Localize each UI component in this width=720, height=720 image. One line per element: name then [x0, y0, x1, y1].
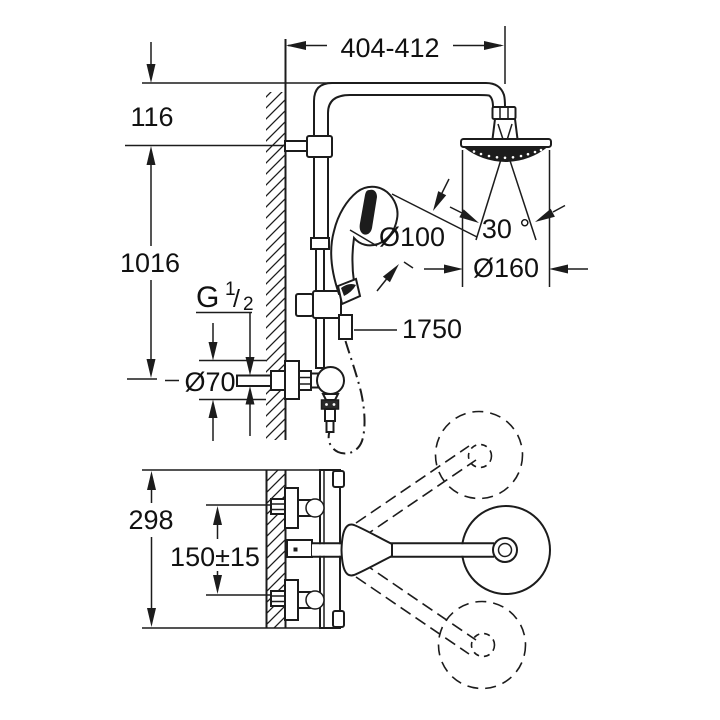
shower-hose — [327, 340, 366, 455]
head-shower — [460, 106, 552, 241]
spray-face — [464, 147, 547, 162]
arm-nut — [491, 106, 517, 120]
label-head-offset: 116 — [130, 102, 173, 132]
inlet-flange-bottom — [284, 579, 299, 621]
dim-head-diameter — [424, 150, 588, 287]
hand-shower — [330, 185, 399, 306]
supply-pipe — [236, 374, 273, 387]
outlet-swivel-positions — [355, 410, 527, 690]
supply-nut — [270, 370, 286, 391]
dim-rail-height — [127, 146, 157, 380]
label-thread-g: G — [196, 281, 219, 314]
hand-shower-face — [359, 189, 377, 235]
label-hose-length: 1750 — [402, 314, 462, 344]
handle-bottom — [332, 610, 345, 628]
escutcheon — [284, 360, 300, 400]
dim-head-offset — [125, 42, 360, 147]
slide-bar-holder — [295, 290, 353, 340]
dim-hand-shower-diameter — [349, 178, 478, 292]
side-view — [125, 26, 588, 455]
rail-joint — [310, 237, 330, 250]
head-neck — [491, 118, 519, 140]
valve-body — [316, 366, 345, 395]
dim-arm-projection — [286, 26, 506, 84]
dim-inlet-spacing — [206, 504, 270, 596]
outlet-passage — [286, 539, 313, 558]
label-hand-shower-diameter: Ø100 — [379, 222, 445, 252]
plan-view — [142, 410, 551, 690]
rail-wall-clamp — [306, 135, 333, 158]
label-arm-projection: 404-412 — [340, 33, 439, 63]
label-rail-height: 1016 — [120, 248, 180, 278]
union-nut — [298, 370, 312, 391]
head-plate — [460, 138, 552, 148]
inlet-flange-top — [284, 487, 299, 529]
label-thread-den: 2 — [243, 294, 254, 315]
label-head-shower-diameter: Ø160 — [473, 253, 539, 283]
hose-coupling-nut — [320, 399, 340, 410]
handle-top — [332, 470, 345, 488]
swivel-union — [340, 523, 393, 577]
label-thread-slash: / — [233, 285, 240, 313]
thermostat-valve-side — [236, 360, 345, 433]
dimension-labels: 404-412 116 1016 G 1 / 2 Ø100 30 ° Ø160 … — [120, 33, 539, 572]
label-thread-num: 1 — [225, 279, 236, 300]
label-mixer-depth: 298 — [128, 505, 173, 535]
label-spray-angle: 30 ° — [482, 214, 530, 244]
outlet-pipe-plan — [312, 505, 551, 595]
spray-nozzles — [472, 148, 543, 160]
dim-escutcheon-diameter — [165, 323, 266, 441]
dim-mixer-depth — [147, 471, 156, 627]
label-inlet-spacing: 150±15 — [170, 542, 260, 572]
hose-outlet-fitting — [338, 314, 353, 340]
label-escutcheon-diameter: Ø70 — [184, 367, 235, 397]
